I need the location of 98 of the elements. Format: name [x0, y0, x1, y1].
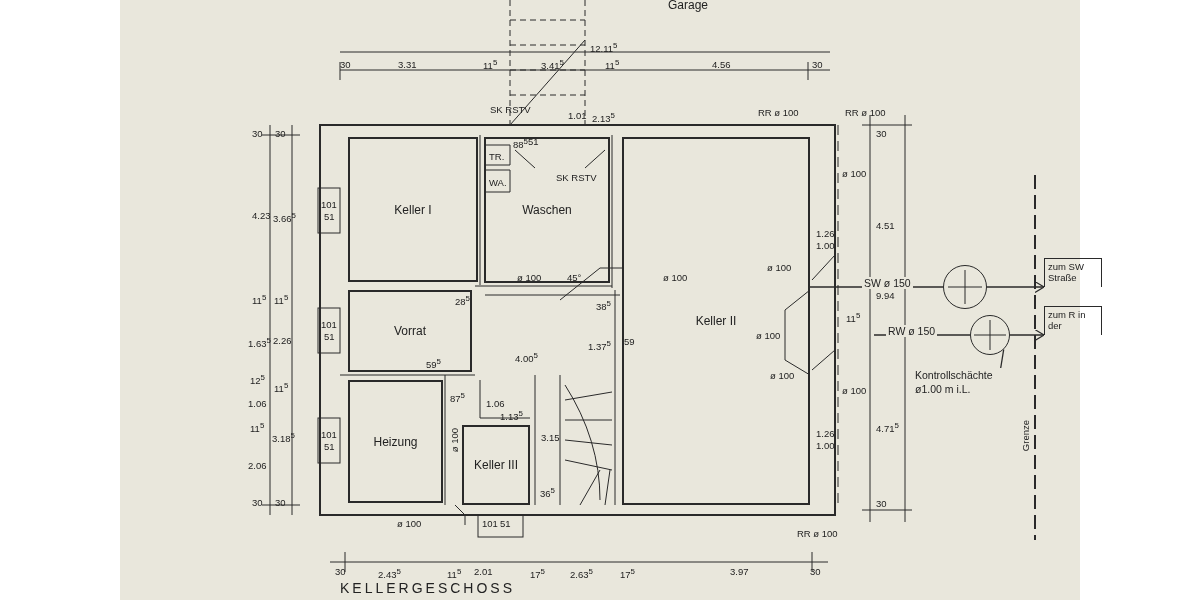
dimension-label: 4.51 — [876, 220, 895, 231]
dimension-label: 3.15 — [541, 432, 560, 443]
boundary-label: 30 — [335, 566, 346, 577]
dimension-label: 4.23 — [252, 210, 271, 221]
dimension-label: 1.13$^{5}$ — [500, 408, 523, 423]
outlet-box: zum R in der — [1044, 306, 1102, 335]
dimension-label: 36$^{5}$ — [540, 485, 555, 500]
dimension-label: 30 — [810, 566, 821, 577]
dimension-label: 9.94 — [876, 290, 895, 301]
dimension-label: 17$^{5}$ — [620, 566, 635, 581]
dimension-label: 3.18$^{5}$ — [272, 430, 295, 445]
dimension-label: 59 — [624, 336, 635, 347]
dimension-label: 30 — [252, 497, 263, 508]
dimension-label: 51 — [324, 211, 335, 222]
dimension-label: 87$^{5}$ — [450, 390, 465, 405]
callout-text: Kontrollschächte — [915, 368, 994, 382]
dimension-label: 101 — [321, 319, 337, 330]
symbol-label: SK RSTV — [490, 104, 531, 115]
dimension-label: 12.11$^{5}$ — [590, 40, 618, 55]
dimension-label: 3.31 — [398, 59, 417, 70]
room-outline: Keller I — [348, 137, 478, 282]
dimension-label: 4.56 — [712, 59, 731, 70]
pipe-label: ø 100 — [397, 518, 422, 529]
dimension-label: 3.41$^{5}$ — [541, 57, 564, 72]
appliance-label: TR. — [489, 151, 505, 162]
dimension-label: RR ø 100 — [797, 528, 838, 539]
dimension-label: 59$^{5}$ — [426, 356, 441, 371]
dimension-label: 51 — [528, 136, 539, 147]
edge-label: SW ø 150 — [862, 277, 913, 289]
dimension-label: 1.37$^{5}$ — [588, 338, 611, 353]
dimension-label: 1.00 — [816, 240, 835, 251]
dimension-label: 4.71$^{5}$ — [876, 420, 899, 435]
dimension-label: 11$^{5}$ — [252, 292, 267, 307]
pipe-label: ø 100 — [842, 385, 867, 396]
dimension-label: 30 — [275, 497, 286, 508]
dimension-label: 2.01 — [474, 566, 493, 577]
dimension-label: 30 — [876, 128, 887, 139]
room-outline: Heizung — [348, 380, 443, 503]
pipe-label: ø 100 — [756, 330, 781, 341]
dimension-label: 51 — [324, 441, 335, 452]
dimension-label: 101 — [482, 518, 498, 529]
dimension-label: 1.26 — [816, 228, 835, 239]
pipe-label: ø 100 — [449, 428, 460, 453]
pipe-arrow — [986, 281, 1045, 293]
dimension-label: 30 — [812, 59, 823, 70]
room-outline: Keller III — [462, 425, 530, 505]
pipe-label: RR ø 100 — [758, 107, 799, 118]
dimension-label: 30 — [340, 59, 351, 70]
dimension-label: 30 — [252, 128, 263, 139]
dimension-label: 11$^{5}$ — [846, 310, 861, 325]
dimension-label: 2.13$^{5}$ — [592, 110, 615, 125]
dimension-label: 11$^{5}$ — [605, 57, 620, 72]
dimension-label: 2.06 — [248, 460, 267, 471]
dimension-label: 11$^{5}$ — [250, 420, 265, 435]
pipe-arrow — [1009, 329, 1045, 341]
pipe-label: ø 100 — [767, 262, 792, 273]
dimension-label: 51 — [500, 518, 511, 529]
dimension-label: 1.00 — [816, 440, 835, 451]
area-label: Garage — [668, 0, 709, 11]
dimension-label: 1.63$^{5}$ — [248, 335, 271, 350]
dimension-label: 11$^{5}$ — [483, 57, 498, 72]
dimension-label: 11$^{5}$ — [274, 292, 289, 307]
dimension-label: 1.06 — [486, 398, 505, 409]
dimension-label: 3.97 — [730, 566, 749, 577]
edge-label: RW ø 150 — [886, 325, 938, 337]
dimension-label: 3.66$^{5}$ — [273, 210, 296, 225]
dimension-label: 4.00$^{5}$ — [515, 350, 538, 365]
pipe-label: RR ø 100 — [845, 107, 886, 118]
symbol-label: SK RSTV — [556, 172, 597, 183]
dimension-label: 88$^{5}$ — [513, 136, 528, 151]
dimension-label: Grenze — [1020, 420, 1031, 452]
dimension-label: 51 — [324, 331, 335, 342]
dimension-label: 11$^{5}$ — [274, 380, 289, 395]
dimension-label: 101 — [321, 429, 337, 440]
dimension-label: 12$^{5}$ — [250, 372, 265, 387]
dimension-label: 38$^{5}$ — [596, 298, 611, 313]
dimension-label: 1.01 — [568, 110, 587, 121]
pipe-label: ø 100 — [663, 272, 688, 283]
dimension-label: 11$^{5}$ — [447, 566, 462, 581]
dimension-label: 2.63$^{5}$ — [570, 566, 593, 581]
pipe-label: ø 100 — [517, 272, 542, 283]
outlet-box: zum SW Straße — [1044, 258, 1102, 287]
dimension-label: 1.26 — [816, 428, 835, 439]
callout-text: ø1.00 m i.L. — [915, 382, 972, 396]
leader-line — [1000, 348, 1005, 369]
dimension-label: 1.06 — [248, 398, 267, 409]
dimension-label: 101 — [321, 199, 337, 210]
pipe-label: 2.43$^{5}$ — [378, 566, 401, 581]
dimension-label: 30 — [876, 498, 887, 509]
dimension-label: 2.26 — [273, 335, 292, 346]
appliance-label: WA. — [489, 177, 507, 188]
caption: KELLERGESCHOSS — [340, 583, 516, 594]
dimension-label: 28$^{5}$ — [455, 293, 470, 308]
dimension-label: 17$^{5}$ — [530, 566, 545, 581]
dimension-label: 30 — [275, 128, 286, 139]
pipe-label: ø 100 — [842, 168, 867, 179]
pipe-label: ø 100 — [770, 370, 795, 381]
angle-label: 45° — [567, 272, 582, 283]
